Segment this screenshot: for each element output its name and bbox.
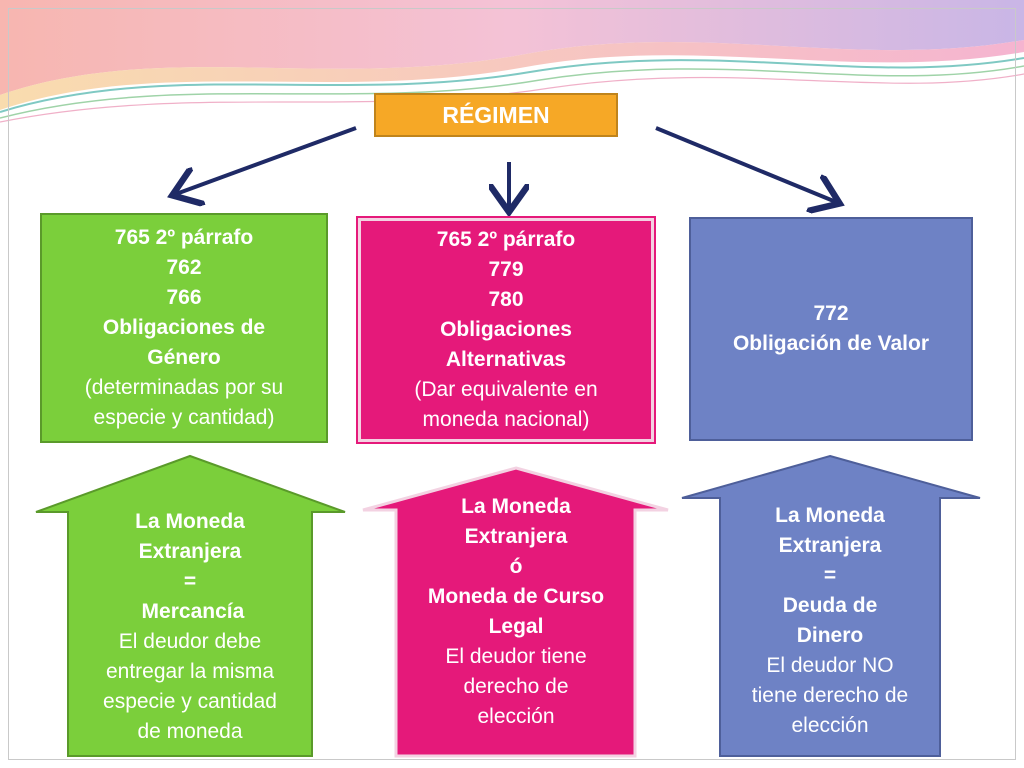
up-arrow-green-text: La Moneda Extranjera = Mercancía El deud… [72, 507, 308, 747]
up1-extra-3: especie y cantidad [103, 690, 277, 713]
box1-line-2: 762 [166, 256, 202, 279]
up1-line-4: Mercancía [135, 600, 245, 623]
up1-line-3: = [183, 570, 197, 593]
box2-line-5: Alternativas [445, 348, 567, 371]
up1-extra-2: entregar la misma [105, 660, 275, 683]
up2-extra-2: derecho de [463, 675, 569, 698]
box2-line-1: 765 2º párrafo [436, 228, 576, 251]
up1-extra-1: El deudor debe [118, 630, 262, 653]
up2-line-3: ó [509, 555, 523, 578]
decorative-wave-banner [0, 0, 1024, 123]
up2-line-5: Legal [488, 615, 544, 638]
box2-line-4: Obligaciones [440, 318, 572, 341]
up1-line-1: La Moneda [135, 510, 245, 533]
up3-line-5: Dinero [796, 624, 864, 647]
box3-line-2: Obligación de Valor [732, 332, 930, 355]
up1-extra-4: de moneda [137, 720, 243, 743]
regimen-title: RÉGIMEN [374, 93, 618, 137]
box2-line-3: 780 [488, 288, 524, 311]
box1-extra-1: (determinadas por su [84, 376, 284, 399]
up2-extra-1: El deudor tiene [445, 645, 587, 668]
up3-extra-1: El deudor NO [766, 654, 894, 677]
up3-extra-2: tiene derecho de [751, 684, 909, 707]
up3-line-2: Extranjera [778, 534, 882, 557]
arrow-left [176, 126, 357, 194]
box1-line-4: Obligaciones de [102, 316, 266, 339]
up3-line-1: La Moneda [775, 504, 885, 527]
up-arrow-pink [362, 466, 669, 758]
box1-line-3: 766 [166, 286, 202, 309]
box-obligaciones-genero: 765 2º párrafo 762 766 Obligaciones de G… [40, 213, 328, 443]
box1-line-1: 765 2º párrafo [114, 226, 254, 249]
arrow-right [655, 126, 836, 202]
up2-line-1: La Moneda [461, 495, 571, 518]
box1-line-5: Género [147, 346, 221, 369]
box-obligaciones-alternativas: 765 2º párrafo 779 780 Obligaciones Alte… [358, 218, 654, 442]
up3-line-4: Deuda de [782, 594, 878, 617]
box2-line-2: 779 [488, 258, 524, 281]
box1-extra-2: especie y cantidad) [93, 406, 275, 429]
up3-line-3: = [823, 564, 837, 587]
box-obligacion-valor: 772 Obligación de Valor [689, 217, 973, 441]
box2-extra-1: (Dar equivalente en [414, 378, 598, 401]
box3-line-1: 772 [813, 302, 849, 325]
up1-line-2: Extranjera [138, 540, 242, 563]
up2-line-2: Extranjera [464, 525, 568, 548]
up-arrow-blue [681, 454, 981, 757]
up-arrow-blue-text: La Moneda Extranjera = Deuda de Dinero E… [722, 501, 938, 741]
up-arrow-pink-text: La Moneda Extranjera ó Moneda de Curso L… [400, 492, 632, 732]
up3-extra-3: elección [791, 714, 869, 737]
up2-extra-3: elección [477, 705, 555, 728]
box2-extra-2: moneda nacional) [422, 408, 590, 431]
up-arrow-green [35, 454, 346, 757]
up2-line-4: Moneda de Curso [427, 585, 605, 608]
